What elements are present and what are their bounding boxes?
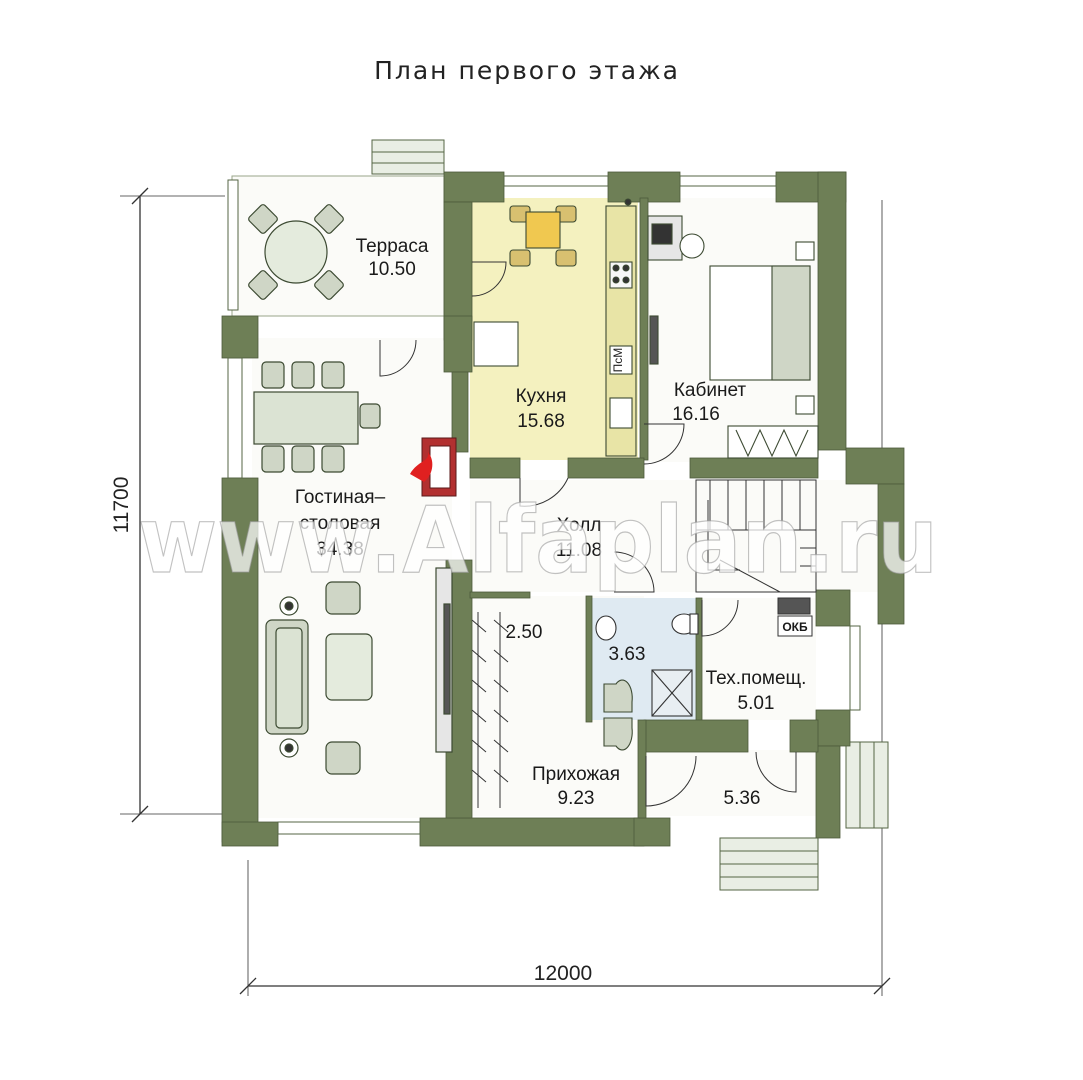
bathroom-fixtures	[595, 613, 699, 717]
living-area: 34.38	[316, 539, 364, 560]
terrace-steps	[371, 139, 445, 175]
boiler	[777, 597, 813, 637]
tech-area: 5.01	[738, 693, 775, 714]
doors	[379, 261, 797, 807]
walls	[221, 171, 905, 847]
plan-title: План первого этажа	[374, 56, 680, 85]
dimension-width-label: 12000	[534, 962, 592, 985]
dimension-height-label: 11700	[110, 477, 133, 534]
windows	[227, 175, 861, 835]
room-labels: Терраса 10.50 Кухня 15.68 Кабинет 16.16 …	[295, 236, 807, 809]
entry-seats	[603, 679, 633, 751]
office-area: 16.16	[672, 404, 720, 425]
terrace-area: 10.50	[368, 259, 416, 280]
entry-name: Прихожая	[532, 764, 620, 785]
watermark-text: www.Alfaplan.ru	[138, 487, 938, 594]
dining-table	[253, 361, 381, 473]
kitchen-area: 15.68	[517, 411, 565, 432]
terrace-table	[248, 204, 344, 300]
entry-stairs	[719, 741, 889, 891]
fridge-label: ПсМ	[611, 348, 625, 373]
living-name-line1: Гостиная–	[295, 487, 386, 508]
office-furniture	[647, 215, 819, 459]
living-name-line2: столовая	[300, 513, 381, 534]
vestibule-area: 5.36	[724, 788, 761, 809]
entry-area: 9.23	[558, 788, 595, 809]
hall-area: 11.08	[556, 540, 602, 561]
kitchen-furniture	[473, 198, 637, 457]
living-furniture	[265, 567, 453, 775]
kitchen-name: Кухня	[516, 386, 567, 407]
closet-area: 2.50	[506, 622, 543, 643]
bathroom-area: 3.63	[609, 644, 646, 665]
fireplace	[410, 437, 457, 497]
closet-hangers	[471, 612, 509, 808]
office-name: Кабинет	[674, 380, 747, 401]
hall-name: Холл	[557, 515, 602, 536]
staircase	[695, 479, 817, 593]
boiler-label: ОКБ	[782, 620, 808, 634]
terrace-name: Терраса	[356, 236, 429, 257]
tech-name: Тех.помещ.	[706, 668, 807, 689]
